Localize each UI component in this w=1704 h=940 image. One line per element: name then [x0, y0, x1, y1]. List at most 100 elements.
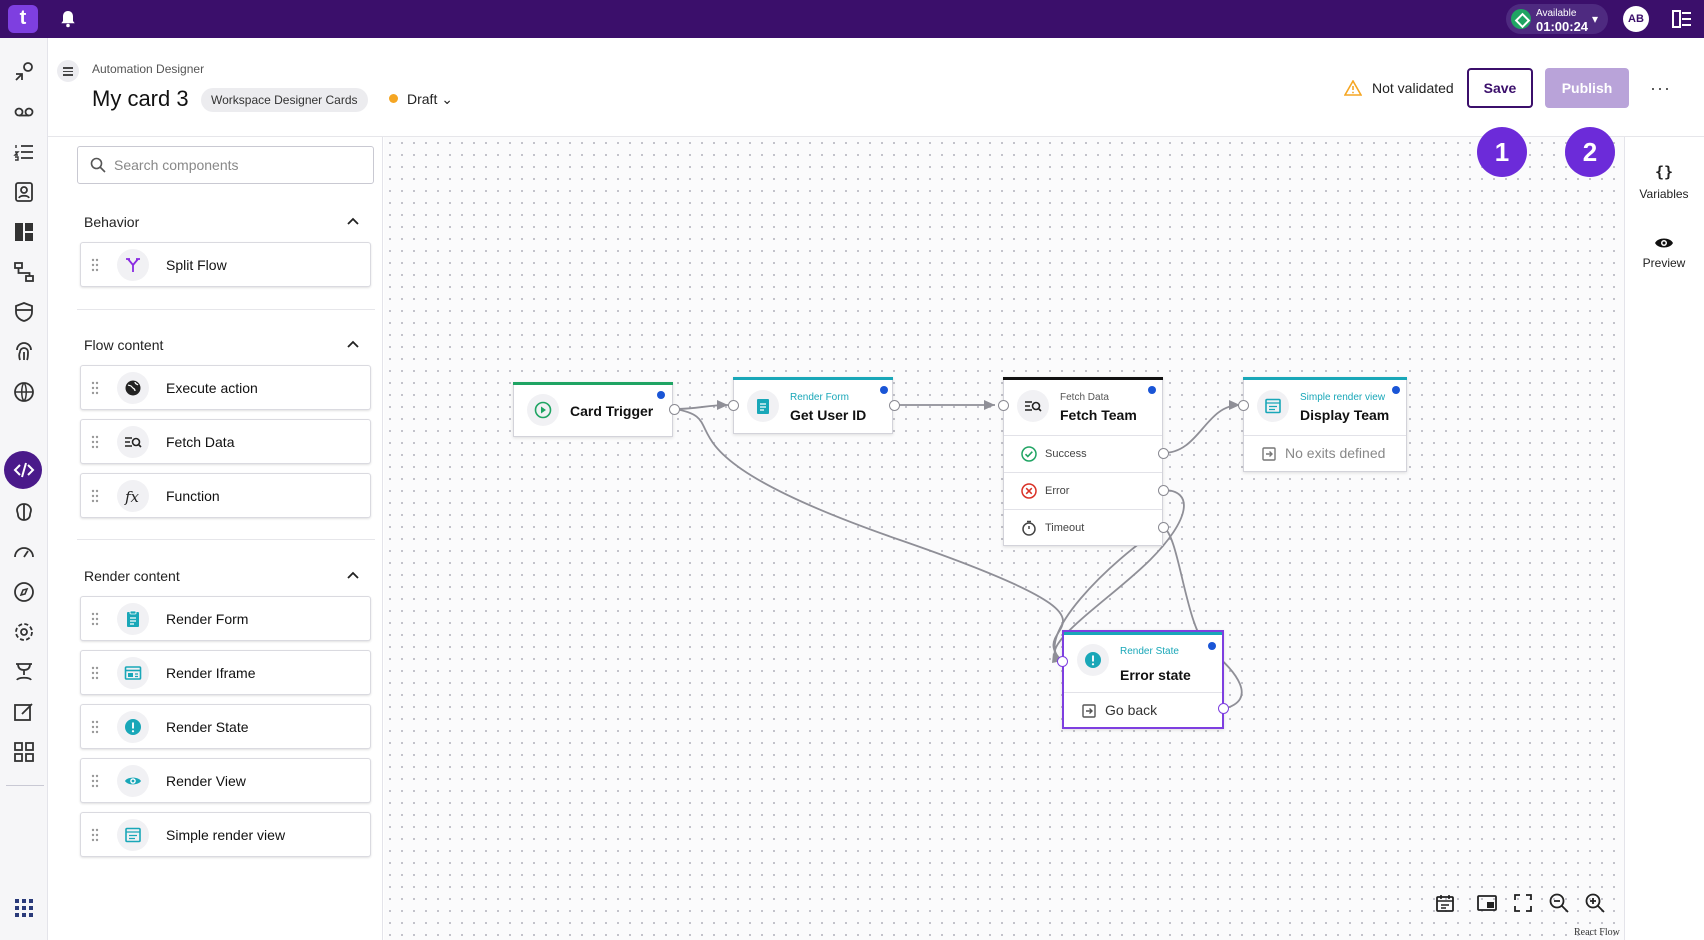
drag-handle-icon[interactable] — [91, 612, 99, 626]
contacts-icon[interactable] — [12, 180, 36, 204]
app-launcher-icon[interactable] — [12, 896, 36, 920]
gear-icon[interactable] — [12, 620, 36, 644]
split-icon — [126, 258, 140, 272]
node-title: Get User ID — [790, 407, 867, 423]
save-button[interactable]: Save — [1467, 68, 1533, 108]
brain-icon[interactable] — [12, 500, 36, 524]
output-port-error[interactable] — [1158, 485, 1169, 496]
status-dropdown[interactable]: Draft ⌄ — [389, 91, 453, 108]
drag-handle-icon[interactable] — [91, 381, 99, 395]
zoom-in-icon[interactable] — [1584, 892, 1606, 914]
component-fetch-data[interactable]: Fetch Data — [80, 419, 371, 464]
node-display-team[interactable]: Simple render view Display Team No exits… — [1243, 377, 1407, 472]
output-port-go-back[interactable] — [1218, 703, 1229, 714]
globe-icon[interactable] — [12, 380, 36, 404]
gauge-icon[interactable] — [12, 540, 36, 564]
minimap-icon[interactable] — [1476, 892, 1498, 914]
drag-handle-icon[interactable] — [91, 258, 99, 272]
fullscreen-icon[interactable] — [1512, 892, 1534, 914]
component-render-view[interactable]: Render View — [80, 758, 371, 803]
drag-handle-icon[interactable] — [91, 828, 99, 842]
input-port[interactable] — [998, 400, 1009, 411]
list-icon[interactable] — [12, 140, 36, 164]
compass-icon[interactable] — [12, 580, 36, 604]
workspace-badge: Workspace Designer Cards — [201, 88, 368, 112]
variables-button[interactable]: {} Variables — [1624, 163, 1704, 201]
fetch-data-icon — [125, 437, 142, 448]
node-get-user-id[interactable]: Render Form Get User ID — [733, 377, 893, 434]
exit-icon — [1082, 704, 1096, 718]
play-icon — [534, 401, 552, 419]
output-port[interactable] — [889, 400, 900, 411]
drag-handle-icon[interactable] — [91, 435, 99, 449]
search-input[interactable] — [114, 155, 364, 175]
search-box[interactable] — [77, 146, 374, 184]
exit-label: Success — [1045, 448, 1087, 460]
drag-handle-icon[interactable] — [91, 666, 99, 680]
collapse-panel-button[interactable] — [57, 60, 79, 82]
component-function[interactable]: fx Function — [80, 473, 371, 518]
react-flow-attribution[interactable]: React Flow — [1574, 927, 1620, 938]
component-render-state[interactable]: Render State — [80, 704, 371, 749]
component-execute-action[interactable]: Execute action — [80, 365, 371, 410]
input-port[interactable] — [728, 400, 739, 411]
node-title: Display Team — [1300, 407, 1390, 423]
code-icon[interactable] — [12, 458, 36, 482]
component-label: Render Form — [166, 611, 249, 627]
rail-divider — [6, 785, 44, 786]
component-split-flow[interactable]: Split Flow — [80, 242, 371, 287]
chevron-up-icon[interactable] — [346, 570, 360, 580]
chevron-down-icon: ⌄ — [441, 91, 453, 107]
shield-icon[interactable] — [12, 300, 36, 324]
avatar[interactable]: AB — [1623, 6, 1649, 32]
agent-icon[interactable] — [12, 660, 36, 684]
dashboard-icon[interactable] — [12, 220, 36, 244]
exit-error[interactable]: Error — [1004, 472, 1162, 509]
workflow-icon[interactable] — [12, 260, 36, 284]
chevron-up-icon[interactable] — [346, 339, 360, 349]
routing-icon[interactable] — [12, 60, 36, 84]
side-panel-icon[interactable] — [1672, 10, 1692, 28]
component-simple-render-view[interactable]: Simple render view — [80, 812, 371, 857]
output-port-timeout[interactable] — [1158, 522, 1169, 533]
availability-toggle[interactable]: Available 01:00:24 ▾ — [1506, 4, 1608, 34]
node-fetch-team[interactable]: Fetch Data Fetch Team Success Error Time… — [1003, 377, 1163, 546]
zoom-out-icon[interactable] — [1548, 892, 1570, 914]
exit-timeout[interactable]: Timeout — [1004, 509, 1162, 546]
more-options-icon[interactable]: ··· — [1650, 78, 1671, 98]
calendar-icon[interactable] — [1434, 892, 1456, 914]
chevron-up-icon[interactable] — [346, 216, 360, 226]
preview-button[interactable]: Preview — [1624, 236, 1704, 270]
timer-icon — [1022, 520, 1036, 536]
app-logo[interactable]: t — [8, 5, 38, 33]
drag-handle-icon[interactable] — [91, 489, 99, 503]
bell-icon[interactable] — [58, 9, 78, 29]
edit-icon[interactable] — [12, 700, 36, 724]
output-port-success[interactable] — [1158, 448, 1169, 459]
input-port[interactable] — [1238, 400, 1249, 411]
fingerprint-icon[interactable] — [12, 340, 36, 364]
error-circle-icon — [1021, 483, 1037, 499]
drag-handle-icon[interactable] — [91, 774, 99, 788]
top-bar: t Available 01:00:24 ▾ AB — [0, 0, 1704, 38]
input-port[interactable] — [1057, 656, 1068, 667]
node-title: Card Trigger — [570, 403, 654, 419]
output-port[interactable] — [669, 404, 680, 415]
breadcrumb[interactable]: Automation Designer — [92, 62, 205, 76]
exit-go-back[interactable]: Go back — [1064, 692, 1222, 729]
status-dot-icon — [389, 94, 398, 103]
voicemail-icon[interactable] — [12, 100, 36, 124]
exit-success[interactable]: Success — [1004, 435, 1162, 472]
preview-label: Preview — [1642, 256, 1686, 270]
component-render-iframe[interactable]: Render Iframe — [80, 650, 371, 695]
node-card-trigger[interactable]: Card Trigger — [513, 382, 673, 437]
node-subtitle: Fetch Data — [1060, 392, 1109, 403]
node-error-state[interactable]: Render State Error state Go back — [1062, 630, 1224, 729]
right-rail — [1624, 137, 1704, 940]
component-render-form[interactable]: Render Form — [80, 596, 371, 641]
drag-handle-icon[interactable] — [91, 720, 99, 734]
variables-label: Variables — [1639, 187, 1689, 201]
publish-button[interactable]: Publish — [1545, 68, 1629, 108]
apps-grid-icon[interactable] — [12, 740, 36, 764]
canvas-controls — [1428, 884, 1606, 922]
